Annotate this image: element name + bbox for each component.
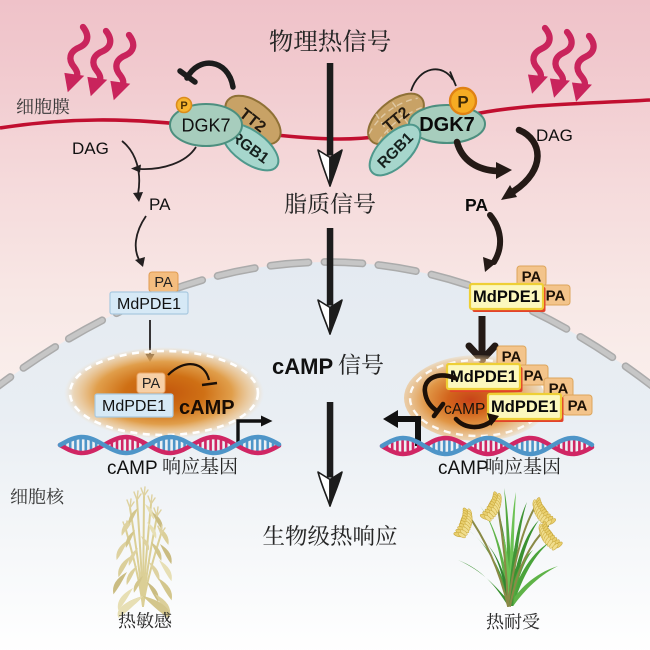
svg-text:cAMP: cAMP (179, 397, 235, 419)
svg-text:cAMP: cAMP (438, 458, 489, 479)
svg-text:cAMP: cAMP (272, 354, 333, 379)
svg-text:DGK7: DGK7 (181, 116, 230, 136)
svg-text:MdPDE1: MdPDE1 (102, 398, 166, 415)
svg-text:DGK7: DGK7 (419, 114, 475, 136)
svg-text:MdPDE1: MdPDE1 (117, 296, 181, 313)
svg-text:MdPDE1: MdPDE1 (473, 288, 540, 306)
svg-text:PA: PA (546, 288, 566, 305)
svg-text:DAG: DAG (72, 139, 109, 158)
svg-text:cAMP: cAMP (107, 458, 158, 479)
svg-text:PA: PA (149, 195, 171, 214)
svg-text:MdPDE1: MdPDE1 (450, 368, 517, 386)
svg-text:PA: PA (465, 195, 488, 215)
svg-text:P: P (457, 93, 468, 112)
svg-text:PA: PA (502, 349, 522, 366)
svg-text:PA: PA (142, 376, 161, 392)
svg-text:DAG: DAG (536, 126, 573, 145)
svg-text:P: P (180, 100, 187, 112)
svg-text:cAMP: cAMP (444, 401, 485, 418)
svg-text:PA: PA (522, 269, 542, 286)
svg-text:MdPDE1: MdPDE1 (491, 398, 558, 416)
svg-text:PA: PA (524, 368, 544, 385)
svg-text:PA: PA (568, 398, 588, 415)
svg-text:PA: PA (154, 275, 173, 291)
